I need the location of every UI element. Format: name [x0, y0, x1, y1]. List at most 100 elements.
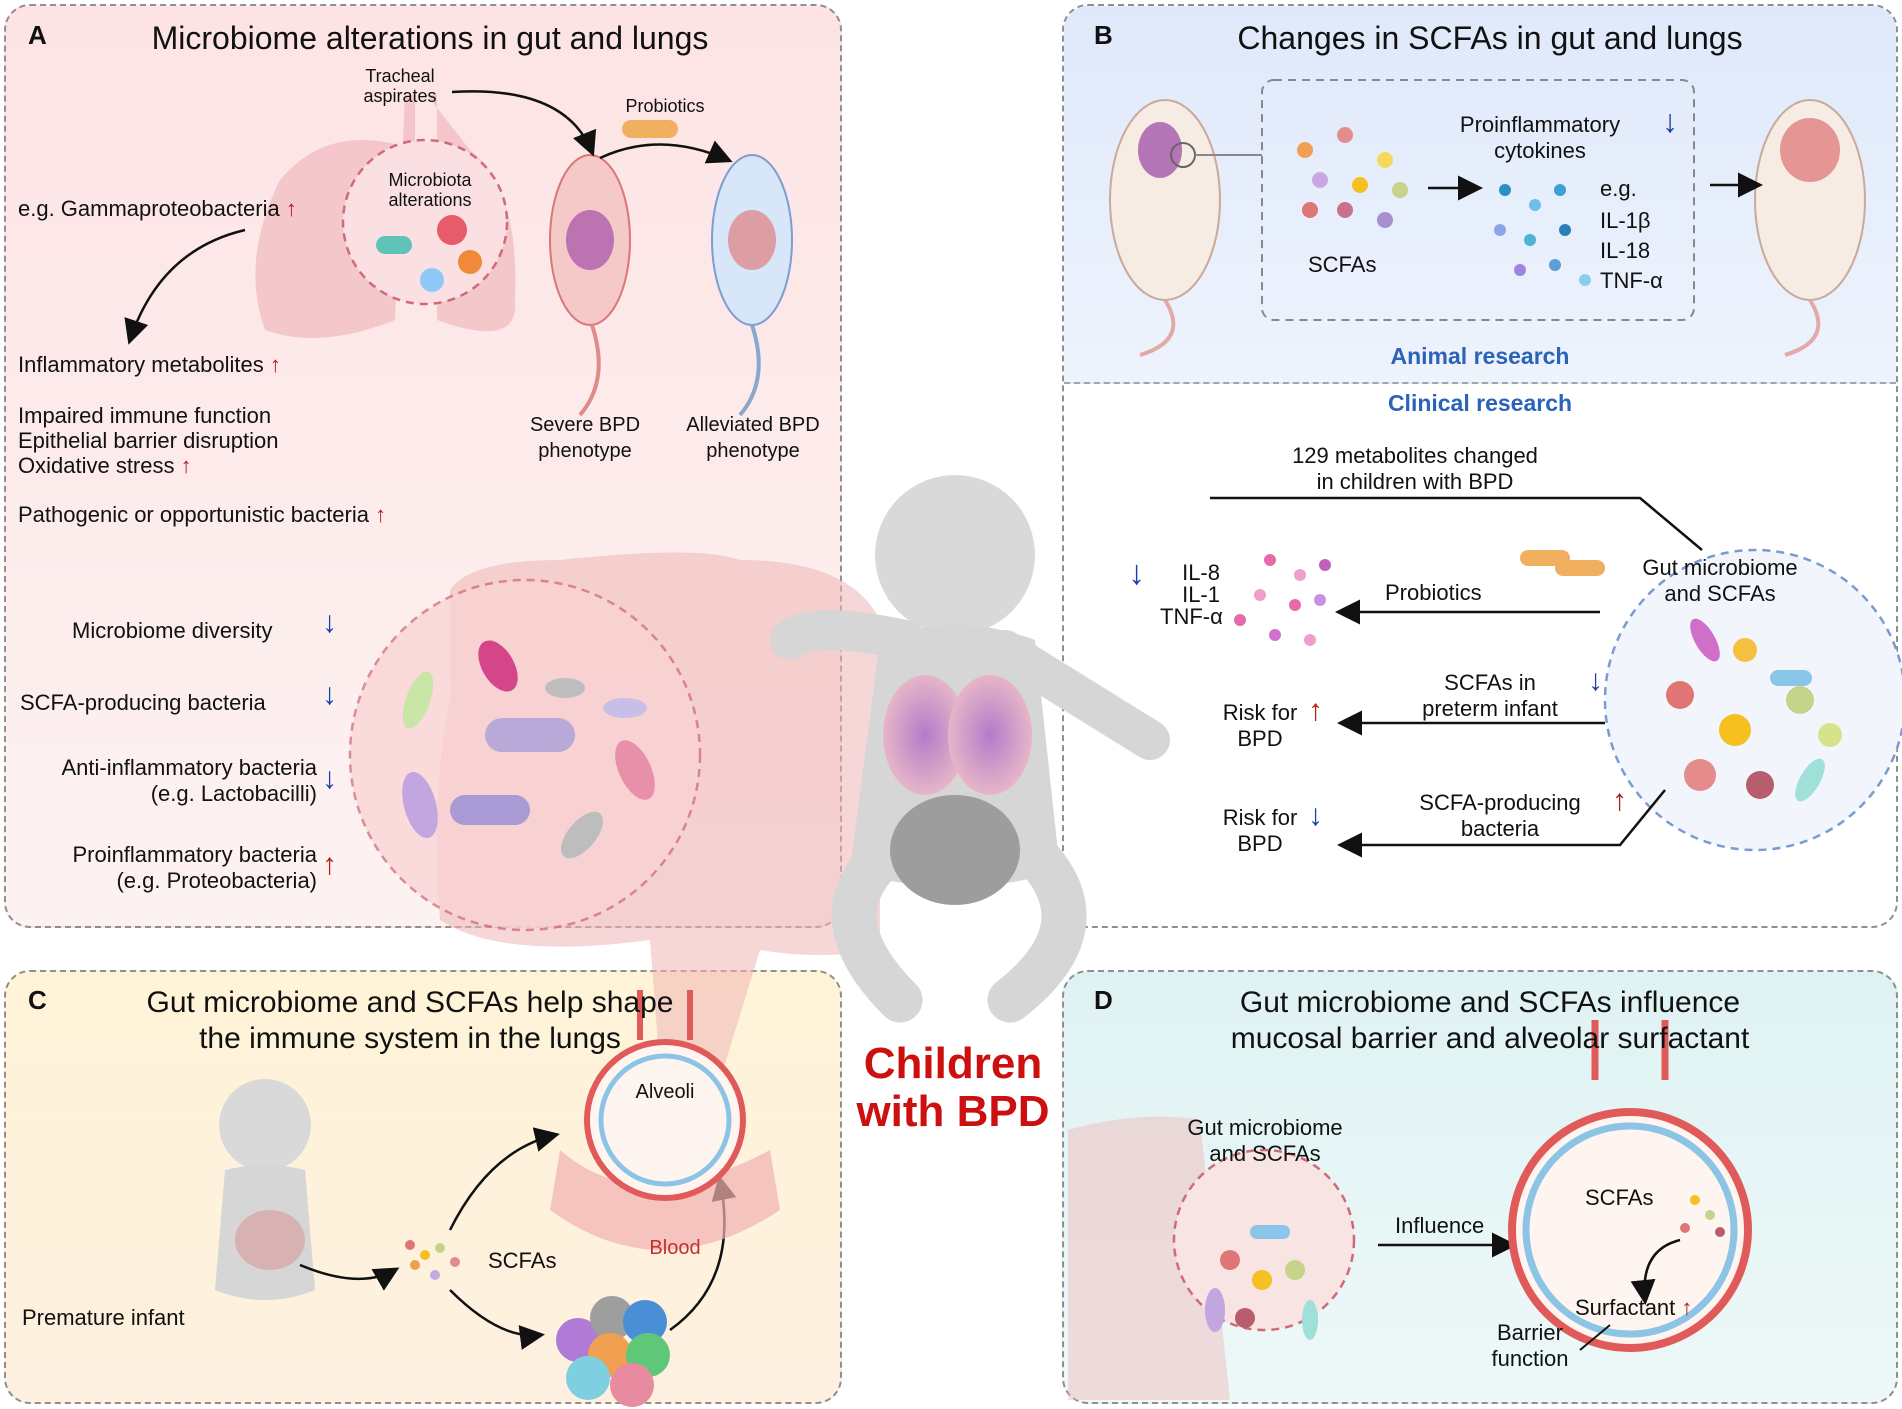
alveoli-label: Alveoli	[635, 1081, 695, 1103]
scfa-preterm-label: SCFAs in preterm infant	[1390, 670, 1590, 722]
cytokine-dots	[1494, 184, 1591, 286]
scfas-label-c: SCFAs	[488, 1248, 557, 1273]
il-list: IL-8 IL-1 TNF-α	[1160, 560, 1223, 628]
panel-c-title-line-2: the immune system in the lungs	[199, 1022, 621, 1055]
eg-label: e.g.	[1600, 176, 1637, 201]
gut-b-line-1: Gut microbiome	[1642, 555, 1798, 580]
microbiota-line-2: alterations	[388, 190, 472, 210]
scfas-label-d: SCFAs	[1585, 1185, 1654, 1210]
panel-d-title-line-1: Gut microbiome and SCFAs influence	[1239, 986, 1741, 1019]
anti-inflam-line-1: Anti-inflammatory bacteria	[61, 755, 317, 780]
gut-d-line-2: and SCFAs	[1209, 1141, 1321, 1166]
tracheal-line-2: aspirates	[363, 86, 437, 106]
scfa-producing-label: SCFA-producing bacteria	[20, 690, 266, 715]
risk1-line-2: BPD	[1237, 726, 1283, 751]
probiotic-bacterium	[1520, 550, 1570, 566]
microbiota-line-1: Microbiota	[388, 170, 472, 190]
metabolites-line	[1210, 496, 1703, 551]
scfa-dots	[1297, 127, 1408, 228]
mouse-severe	[549, 154, 631, 417]
risk-for-bpd-1: Risk for BPD	[1210, 700, 1310, 752]
gut-illustration	[348, 552, 880, 1084]
panel-d-title-line-2: mucosal barrier and alveolar surfactant	[1230, 1022, 1750, 1055]
barrier-function-label: Barrier function	[1475, 1320, 1585, 1372]
arrow-scfa-producing	[1337, 789, 1666, 858]
cytokine-il1b: IL-1β	[1600, 208, 1651, 233]
microbiome-diversity-label: Microbiome diversity	[72, 618, 273, 643]
risk2-line-2: BPD	[1237, 831, 1283, 856]
microbiota-label: Microbiota alterations	[375, 170, 485, 210]
gamma-text: e.g. Gammaproteobacteria	[18, 196, 280, 221]
severe-line-1: Severe BPD	[529, 414, 641, 436]
scfa-dots-c	[405, 1240, 460, 1280]
down-arrow-icon: ↓	[322, 678, 337, 711]
metab-line-2: in children with BPD	[1316, 469, 1514, 494]
up-arrow-icon: ↑	[269, 352, 281, 377]
severe-line-2: phenotype	[538, 440, 632, 462]
pro-inflam-line-1: Proinflammatory bacteria	[72, 842, 317, 867]
barrier-line-1: Barrier	[1496, 1320, 1563, 1345]
alveolus-c	[550, 990, 780, 1250]
scfa-preterm-line-1: SCFAs in	[1444, 670, 1536, 695]
scfa-preterm-line-2: preterm infant	[1422, 696, 1558, 721]
proinflammatory-label: Proinflammatory bacteria (e.g. Proteobac…	[12, 842, 317, 894]
probiotics-label-b: Probiotics	[1385, 580, 1482, 605]
tracheal-label: Tracheal aspirates	[350, 66, 450, 106]
pathogenic-label: Pathogenic or opportunistic bacteria ↑	[18, 502, 386, 528]
barrier-pointer	[1579, 1324, 1611, 1351]
impaired-immune-label: Impaired immune function	[18, 403, 272, 428]
panel-d-title: Gut microbiome and SCFAs influence mucos…	[1120, 985, 1860, 1057]
mouse-alleviated	[711, 154, 793, 417]
panel-b-title: Changes in SCFAs in gut and lungs	[1237, 20, 1743, 56]
metabolites-changed-label: 129 metabolites changed in children with…	[1250, 443, 1580, 495]
pathogenic-text: Pathogenic or opportunistic bacteria	[18, 502, 369, 527]
lungs-illustration	[255, 95, 516, 338]
arrow-infant-to-scfa	[299, 1263, 400, 1291]
up-arrow-icon: ↑	[1681, 1295, 1693, 1320]
premature-infant-label: Premature infant	[22, 1305, 185, 1330]
up-arrow-icon: ↑	[180, 453, 192, 478]
inflam-metab-text: Inflammatory metabolites	[18, 352, 264, 377]
down-arrow-icon: ↓	[322, 606, 337, 639]
proinflam-line-1: Proinflammatory	[1459, 112, 1621, 137]
mouse-after-scfa	[1754, 99, 1866, 357]
panel-c-title-line-1: Gut microbiome and SCFAs help shape	[146, 986, 674, 1019]
probiotic-bacterium	[1555, 560, 1605, 576]
arrow-gamma-to-metabolites	[124, 228, 246, 345]
center-line-2: with BPD	[856, 1087, 1050, 1136]
arrow-scfa-to-alveoli	[448, 1127, 560, 1231]
il-8: IL-8	[1182, 560, 1220, 585]
alleviated-bpd-label: Alleviated BPD phenotype	[678, 412, 828, 464]
center-line-1: Children	[863, 1039, 1043, 1088]
scfas-label-b: SCFAs	[1308, 252, 1377, 277]
up-arrow-icon: ↑	[1308, 694, 1323, 727]
gut-d-line-1: Gut microbiome	[1187, 1115, 1343, 1140]
risk2-line-1: Risk for	[1222, 805, 1298, 830]
scfa-producing-bacteria-b: SCFA-producing bacteria	[1390, 790, 1610, 842]
children-with-bpd-title: Children with BPD	[846, 1040, 1060, 1136]
alleviated-line-1: Alleviated BPD	[686, 414, 820, 436]
up-arrow-icon: ↑	[375, 502, 387, 527]
microbiome-dots	[1666, 618, 1842, 802]
down-arrow-icon: ↓	[1128, 554, 1145, 592]
panel-a-letter: A	[28, 20, 47, 50]
metab-line-1: 129 metabolites changed	[1292, 443, 1538, 468]
panel-d-letter: D	[1094, 985, 1113, 1015]
tracheal-line-1: Tracheal	[365, 66, 435, 86]
surfactant-text: Surfactant	[1575, 1295, 1676, 1320]
arrow-tracheal-to-mouse	[451, 90, 597, 157]
gut-microbiome-label-b: Gut microbiome and SCFAs	[1620, 555, 1820, 607]
proinflammatory-cytokines-label: Proinflammatory cytokines	[1440, 112, 1640, 164]
oxidative-label: Oxidative stress ↑	[18, 453, 192, 479]
panel-c-title: Gut microbiome and SCFAs help shape the …	[70, 985, 750, 1057]
risk-for-bpd-2: Risk for BPD	[1210, 805, 1310, 857]
blood-label: Blood	[649, 1237, 701, 1259]
probiotic-bacterium	[622, 120, 678, 138]
il-dots	[1234, 554, 1331, 646]
severe-bpd-label: Severe BPD phenotype	[515, 412, 655, 464]
scfa-prod-b-line-1: SCFA-producing	[1419, 790, 1581, 815]
gut-microbiome-label-d: Gut microbiome and SCFAs	[1160, 1115, 1370, 1167]
alveolus-d	[1508, 1020, 1752, 1352]
arrow-mouse-to-mouse	[599, 140, 733, 164]
